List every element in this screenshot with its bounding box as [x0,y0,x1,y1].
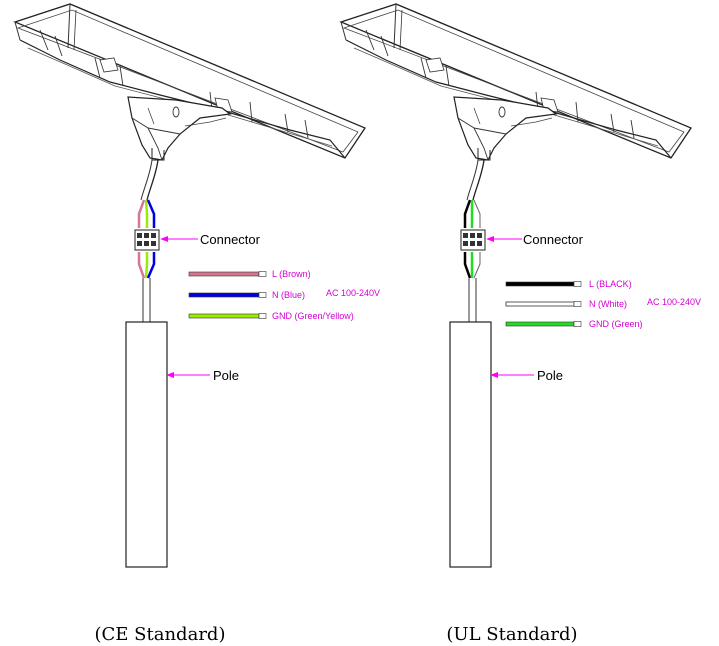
ul-lower-wires [463,252,481,279]
ul-upper-wires [463,199,481,228]
ul-connector-block [460,229,486,251]
ce-lower-wires [137,252,156,279]
ce-pole-label: Pole [213,368,239,383]
ul-wire-swatch [505,281,575,287]
ce-wire-swatch [188,313,260,319]
ul-ac-label: AC 100-240V [647,297,701,307]
ce-connector-block [134,229,160,251]
lamp-head-icon [14,3,366,161]
ul-wire-swatch [505,301,575,307]
ce-wire-label: N (Blue) [272,290,305,300]
ce-wire-label: L (Brown) [272,269,311,279]
ul-wire-legend: L (BLACK) N (White) GND (Green) AC 100-2… [505,279,701,329]
ul-pole-label: Pole [537,368,563,383]
ul-caption: (UL Standard) [446,624,577,645]
lamp-head-icon [340,3,692,161]
ul-wire-label: L (BLACK) [589,279,632,289]
ce-upper-wires [137,199,156,228]
ce-wire-swatch [188,271,260,277]
cable-upper [472,159,485,201]
ul-diagram: Connector L (BLACK) N (White) GND (Green… [340,3,701,645]
ce-diagram: Connector L (Brown) N (Blue) GND (Green/… [14,3,380,645]
ce-wire-label: GND (Green/Yellow) [272,311,354,321]
ce-caption: (CE Standard) [95,624,226,645]
cable-upper [146,159,159,201]
ul-wire-label: N (White) [589,299,627,309]
ul-wire-label: GND (Green) [589,319,643,329]
ul-connector-label: Connector [523,232,584,247]
ce-wire-legend: L (Brown) N (Blue) GND (Green/Yellow) AC… [188,269,380,321]
ce-wire-swatch [188,292,260,298]
ul-pole [449,321,492,568]
ce-ac-label: AC 100-240V [326,288,380,298]
ul-wire-swatch [505,321,575,327]
ce-pole [125,321,168,568]
ce-connector-label: Connector [200,232,261,247]
